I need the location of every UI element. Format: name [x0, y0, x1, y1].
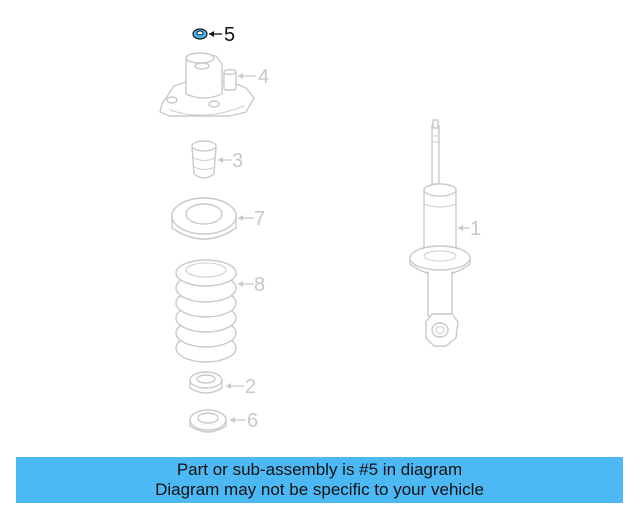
- part-4-mount[interactable]: [159, 52, 255, 117]
- part-6-label[interactable]: 6: [247, 410, 258, 432]
- banner-line-part: Part or sub-assembly is #5 in diagram: [176, 460, 463, 479]
- part-6-arrow: [230, 417, 235, 423]
- part-7-arrow: [238, 215, 243, 221]
- part-8-label[interactable]: 8: [254, 274, 265, 296]
- part-3-label[interactable]: 3: [232, 150, 243, 172]
- part-1-arrow: [458, 225, 463, 231]
- part-3-bumper[interactable]: [191, 140, 217, 179]
- part-5-arrow: [209, 31, 214, 37]
- part-8-arrow: [238, 281, 243, 287]
- part-1-label[interactable]: 1: [470, 218, 481, 240]
- part-1-shock-absorber[interactable]: [409, 119, 471, 347]
- part-2-label[interactable]: 2: [245, 376, 256, 398]
- info-banner: Part or sub-assembly is #5 in diagram Di…: [16, 457, 623, 503]
- part-7-label[interactable]: 7: [254, 208, 265, 230]
- banner-line-disclaimer: Diagram may not be specific to your vehi…: [155, 480, 484, 499]
- part-8-coil-spring[interactable]: [175, 259, 237, 363]
- part-2-arrow: [226, 383, 231, 389]
- part-3-arrow: [218, 157, 223, 163]
- part-5-nut[interactable]: [192, 28, 208, 40]
- part-4-label[interactable]: 4: [258, 66, 269, 88]
- part-6-insulator[interactable]: [189, 409, 227, 433]
- part-5-label[interactable]: 5: [224, 24, 235, 46]
- part-4-arrow: [238, 73, 243, 79]
- part-2-lower-seat[interactable]: [189, 371, 223, 394]
- part-7-upper-seat[interactable]: [171, 197, 237, 240]
